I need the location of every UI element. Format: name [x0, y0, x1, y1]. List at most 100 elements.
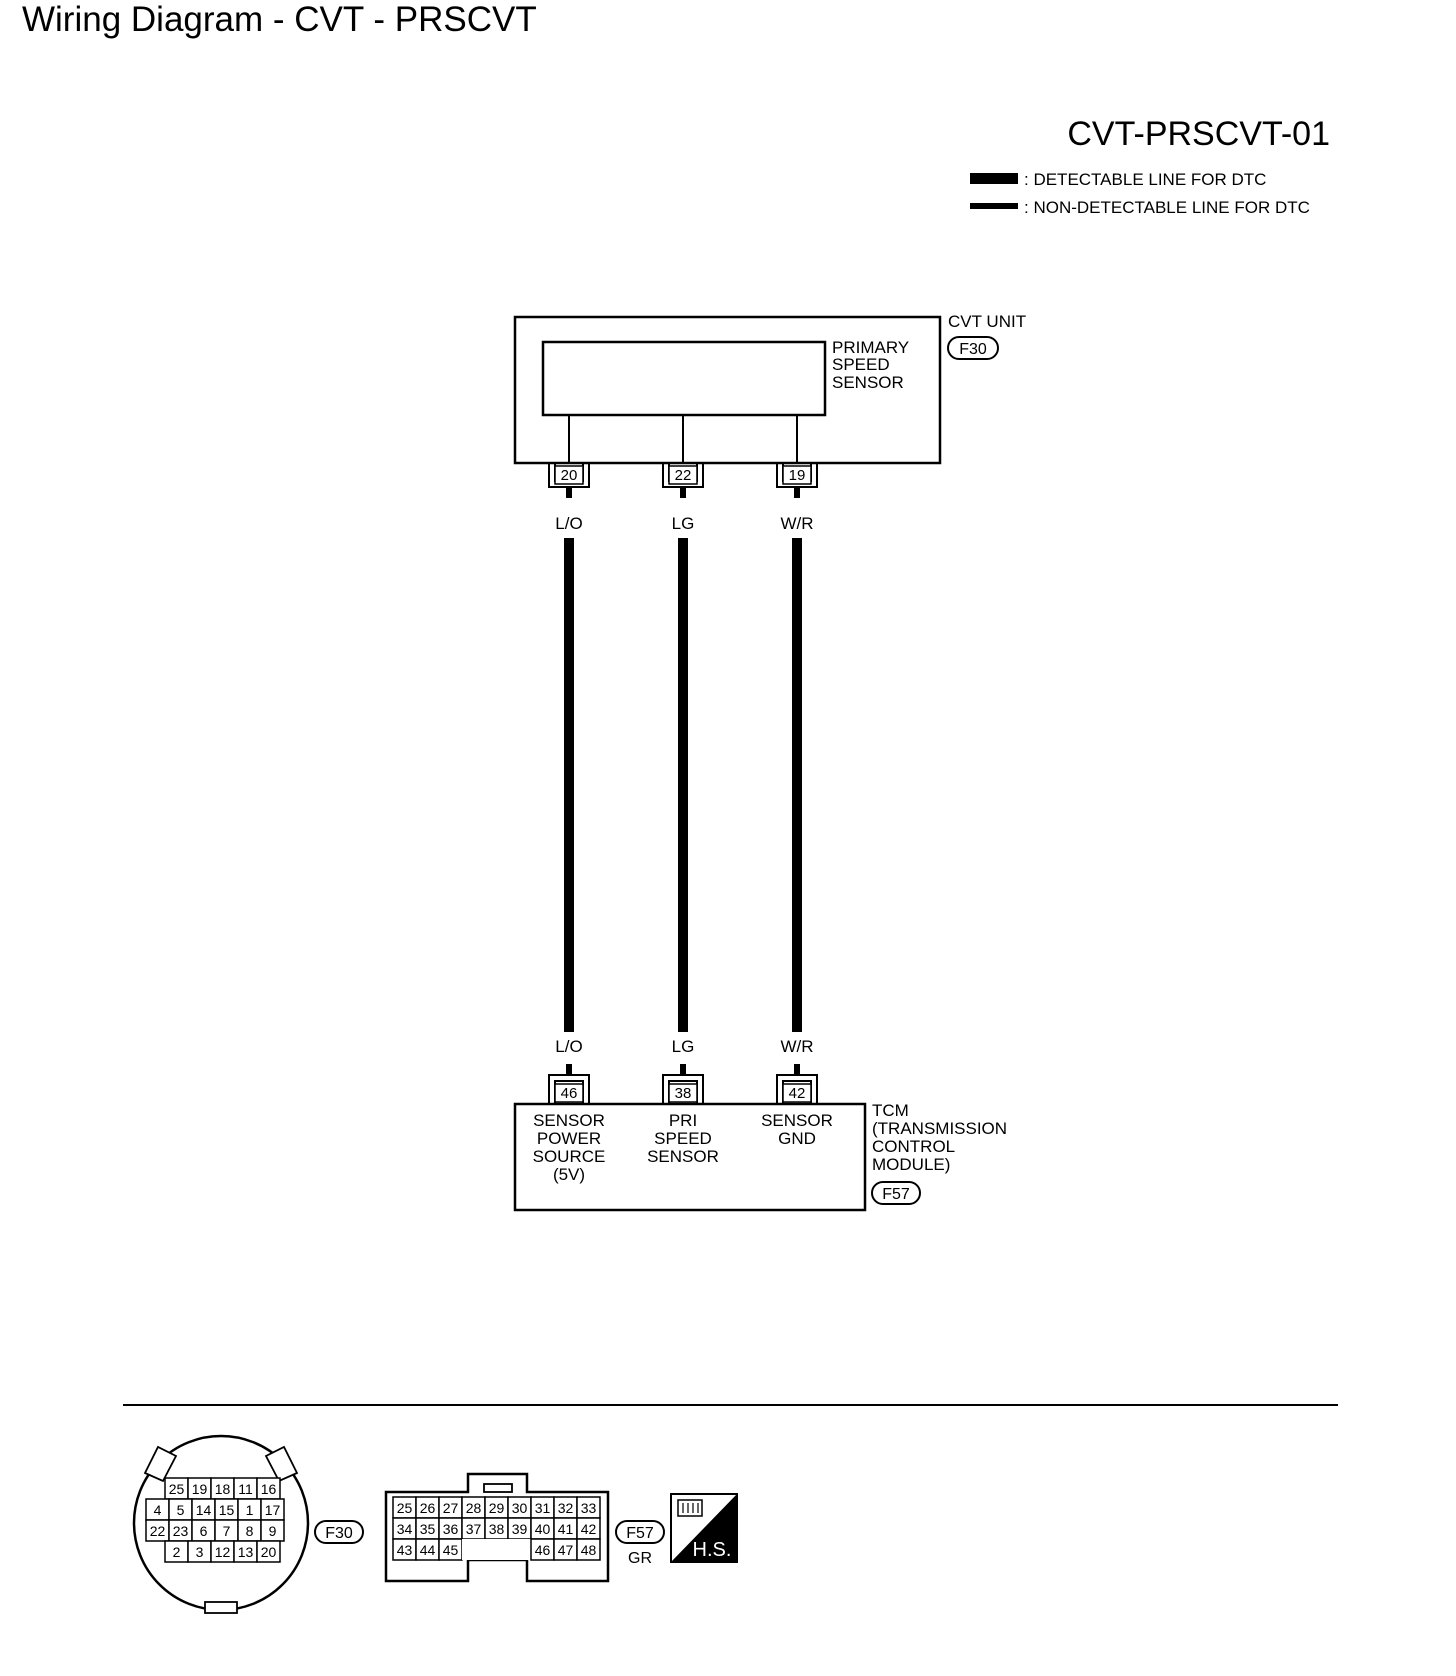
top-pin-number: 20	[561, 467, 578, 484]
sensor-label-line-2: SPEED	[832, 355, 890, 374]
tcm-function-line: SPEED	[654, 1129, 712, 1148]
pin-number: 28	[466, 1500, 482, 1516]
tcm-box	[513, 1102, 867, 1212]
pin-cavity	[508, 1539, 531, 1560]
pin-number: 27	[443, 1500, 459, 1516]
tcm: SENSOR POWER SOURCE (5V) PRI SPEED SENSO…	[513, 1101, 1007, 1212]
f57-lock-tab	[483, 1483, 513, 1493]
pin-number: 26	[420, 1500, 436, 1516]
pin-number: 35	[420, 1521, 436, 1537]
bottom-terminal-3: 42	[776, 1064, 818, 1104]
top-wire-color: W/R	[780, 514, 813, 533]
pin-number: 13	[238, 1544, 254, 1560]
f57-color: GR	[628, 1550, 652, 1567]
hs-badge: H.S.	[670, 1493, 738, 1563]
top-wire-color: LG	[672, 514, 695, 533]
pin-cavity	[485, 1539, 508, 1560]
pin-number: 39	[512, 1521, 528, 1537]
tcm-name-line: (TRANSMISSION	[872, 1119, 1007, 1138]
pin-number: 14	[196, 1502, 212, 1518]
pin-number: 12	[215, 1544, 231, 1560]
bottom-terminal-1: 46	[548, 1064, 590, 1104]
cvt-connector-code: F30	[959, 341, 987, 358]
top-pin-number: 22	[675, 467, 692, 484]
f30-label-badge	[314, 1520, 364, 1544]
bottom-wire-color: W/R	[780, 1037, 813, 1056]
pin-cavity	[256, 1540, 281, 1563]
pin-cavity	[462, 1539, 485, 1560]
bottom-terminal-2: 38	[662, 1064, 704, 1104]
pin-number: 1	[246, 1502, 254, 1518]
pin-number: 41	[558, 1521, 574, 1537]
pin-number: 34	[397, 1521, 413, 1537]
bottom-pin-number: 38	[675, 1085, 692, 1102]
cvt-unit: PRIMARY SPEED SENSOR CVT UNIT F30	[513, 312, 1026, 465]
pin-number: 8	[246, 1523, 254, 1539]
pin-number: 22	[150, 1523, 166, 1539]
f30-label: F30	[325, 1525, 353, 1542]
sensor-label-line-3: SENSOR	[832, 373, 904, 392]
pin-number: 32	[558, 1500, 574, 1516]
pin-number: 47	[558, 1542, 574, 1558]
legend-non-detectable-label: : NON-DETECTABLE LINE FOR DTC	[1024, 198, 1310, 217]
pin-number: 15	[219, 1502, 235, 1518]
tcm-name-line: TCM	[872, 1101, 909, 1120]
connector-icon	[677, 1499, 703, 1517]
tcm-function-line: SOURCE	[533, 1147, 606, 1166]
legend-detectable-label: : DETECTABLE LINE FOR DTC	[1024, 170, 1266, 189]
f57-label: F57	[626, 1525, 654, 1542]
pin-number: 2	[173, 1544, 181, 1560]
tcm-function-line: (5V)	[553, 1165, 585, 1184]
pin-number: 33	[581, 1500, 597, 1516]
cvt-unit-label: CVT UNIT	[948, 312, 1026, 331]
tcm-connector-code: F57	[882, 1186, 910, 1203]
bottom-wire-color: L/O	[555, 1037, 582, 1056]
legend-detectable-swatch	[970, 173, 1018, 184]
legend-non-detectable-swatch	[970, 203, 1018, 209]
tcm-function-line: SENSOR	[647, 1147, 719, 1166]
tcm-function-line: SENSOR	[533, 1111, 605, 1130]
pin-number: 19	[192, 1481, 208, 1497]
bottom-pin-number: 42	[789, 1085, 806, 1102]
f57-housing	[384, 1472, 610, 1583]
tcm-name-line: MODULE)	[872, 1155, 950, 1174]
pin-number: 17	[265, 1502, 281, 1518]
tcm-function-line: SENSOR	[761, 1111, 833, 1130]
pin-number: 25	[397, 1500, 413, 1516]
primary-speed-sensor-box	[541, 340, 827, 417]
legend: : DETECTABLE LINE FOR DTC : NON-DETECTAB…	[970, 170, 1310, 217]
top-wire-color: L/O	[555, 514, 582, 533]
f57-label-badge	[615, 1520, 665, 1544]
pin-number: 7	[223, 1523, 231, 1539]
cvt-connector-badge	[947, 336, 999, 360]
pin-number: 31	[535, 1500, 551, 1516]
cvt-unit-box	[513, 315, 942, 465]
pin-number: 46	[535, 1542, 551, 1558]
tcm-function-line: PRI	[669, 1111, 697, 1130]
pin-number: 25	[169, 1481, 185, 1497]
sensor-label-line-1: PRIMARY	[832, 338, 909, 357]
pin-number: 45	[443, 1542, 459, 1558]
top-terminal-2: 22	[662, 463, 704, 498]
top-terminal-3: 19	[776, 463, 818, 498]
tcm-connector-badge	[871, 1181, 921, 1205]
pin-number: 30	[512, 1500, 528, 1516]
pin-number: 38	[489, 1521, 505, 1537]
pin-number: 23	[173, 1523, 189, 1539]
page-title: Wiring Diagram - CVT - PRSCVT	[22, 0, 537, 39]
bottom-wire-color: LG	[672, 1037, 695, 1056]
f30-key	[204, 1601, 238, 1614]
pin-number: 3	[196, 1544, 204, 1560]
pin-number: 20	[261, 1544, 277, 1560]
pin-number: 16	[261, 1481, 277, 1497]
tcm-name-line: CONTROL	[872, 1137, 955, 1156]
pin-number: 11	[238, 1481, 253, 1497]
tcm-function-line: GND	[778, 1129, 816, 1148]
pin-number: 42	[581, 1521, 597, 1537]
hs-label: H.S.	[693, 1539, 732, 1561]
pin-number: 36	[443, 1521, 459, 1537]
pin-number: 43	[397, 1542, 413, 1558]
